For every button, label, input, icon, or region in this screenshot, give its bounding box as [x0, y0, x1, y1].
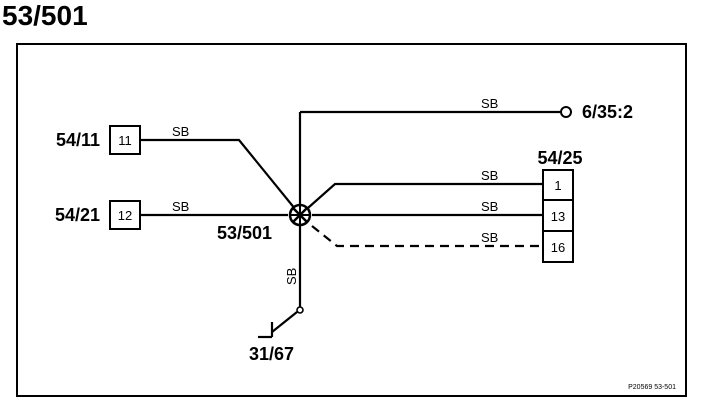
wire-label-54-21: SB [172, 199, 189, 214]
connector-54-21-label: 54/21 [55, 205, 100, 225]
reference-code: P20569 53-501 [628, 384, 676, 391]
connector-54-11-pin-box [109, 125, 141, 155]
ground-label: 31/67 [249, 344, 294, 364]
connector-54-21-pin-box [109, 200, 141, 230]
wire-to-pin-16 [311, 225, 543, 248]
wire-label-54-11: SB [172, 124, 189, 139]
wire-label-pin-13: SB [481, 199, 498, 214]
connector-54-25-label: 54/25 [537, 148, 582, 168]
connector-54-25-pin-box-16 [542, 230, 574, 263]
wire-label-pin-1: SB [481, 168, 498, 183]
connector-54-25-pin-16: 16 [551, 240, 565, 255]
connector-54-25-pin-1: 1 [554, 178, 561, 193]
terminal-6-35-2 [560, 106, 572, 118]
ground-switch-icon [258, 306, 304, 339]
page-title: 53/501 [2, 0, 88, 31]
connector-54-25-pin-13: 13 [551, 209, 565, 224]
splice-label: 53/501 [217, 223, 272, 243]
splice-symbol [288, 203, 312, 227]
diagram-frame [16, 43, 687, 397]
terminal-label: 6/35:2 [582, 102, 633, 122]
wire-label-ground: SB [284, 268, 299, 285]
connector-54-11-label: 54/11 [56, 130, 100, 150]
connector-54-11-pin: 11 [118, 133, 132, 148]
wire-from-54-11 [140, 138, 301, 216]
wire-to-pin-1 [299, 182, 543, 216]
connector-54-21-pin: 12 [118, 208, 132, 223]
wire-label-pin-16: SB [481, 230, 498, 245]
wire-label-terminal: SB [481, 96, 498, 111]
connector-54-25-pin-box-13 [542, 199, 574, 232]
